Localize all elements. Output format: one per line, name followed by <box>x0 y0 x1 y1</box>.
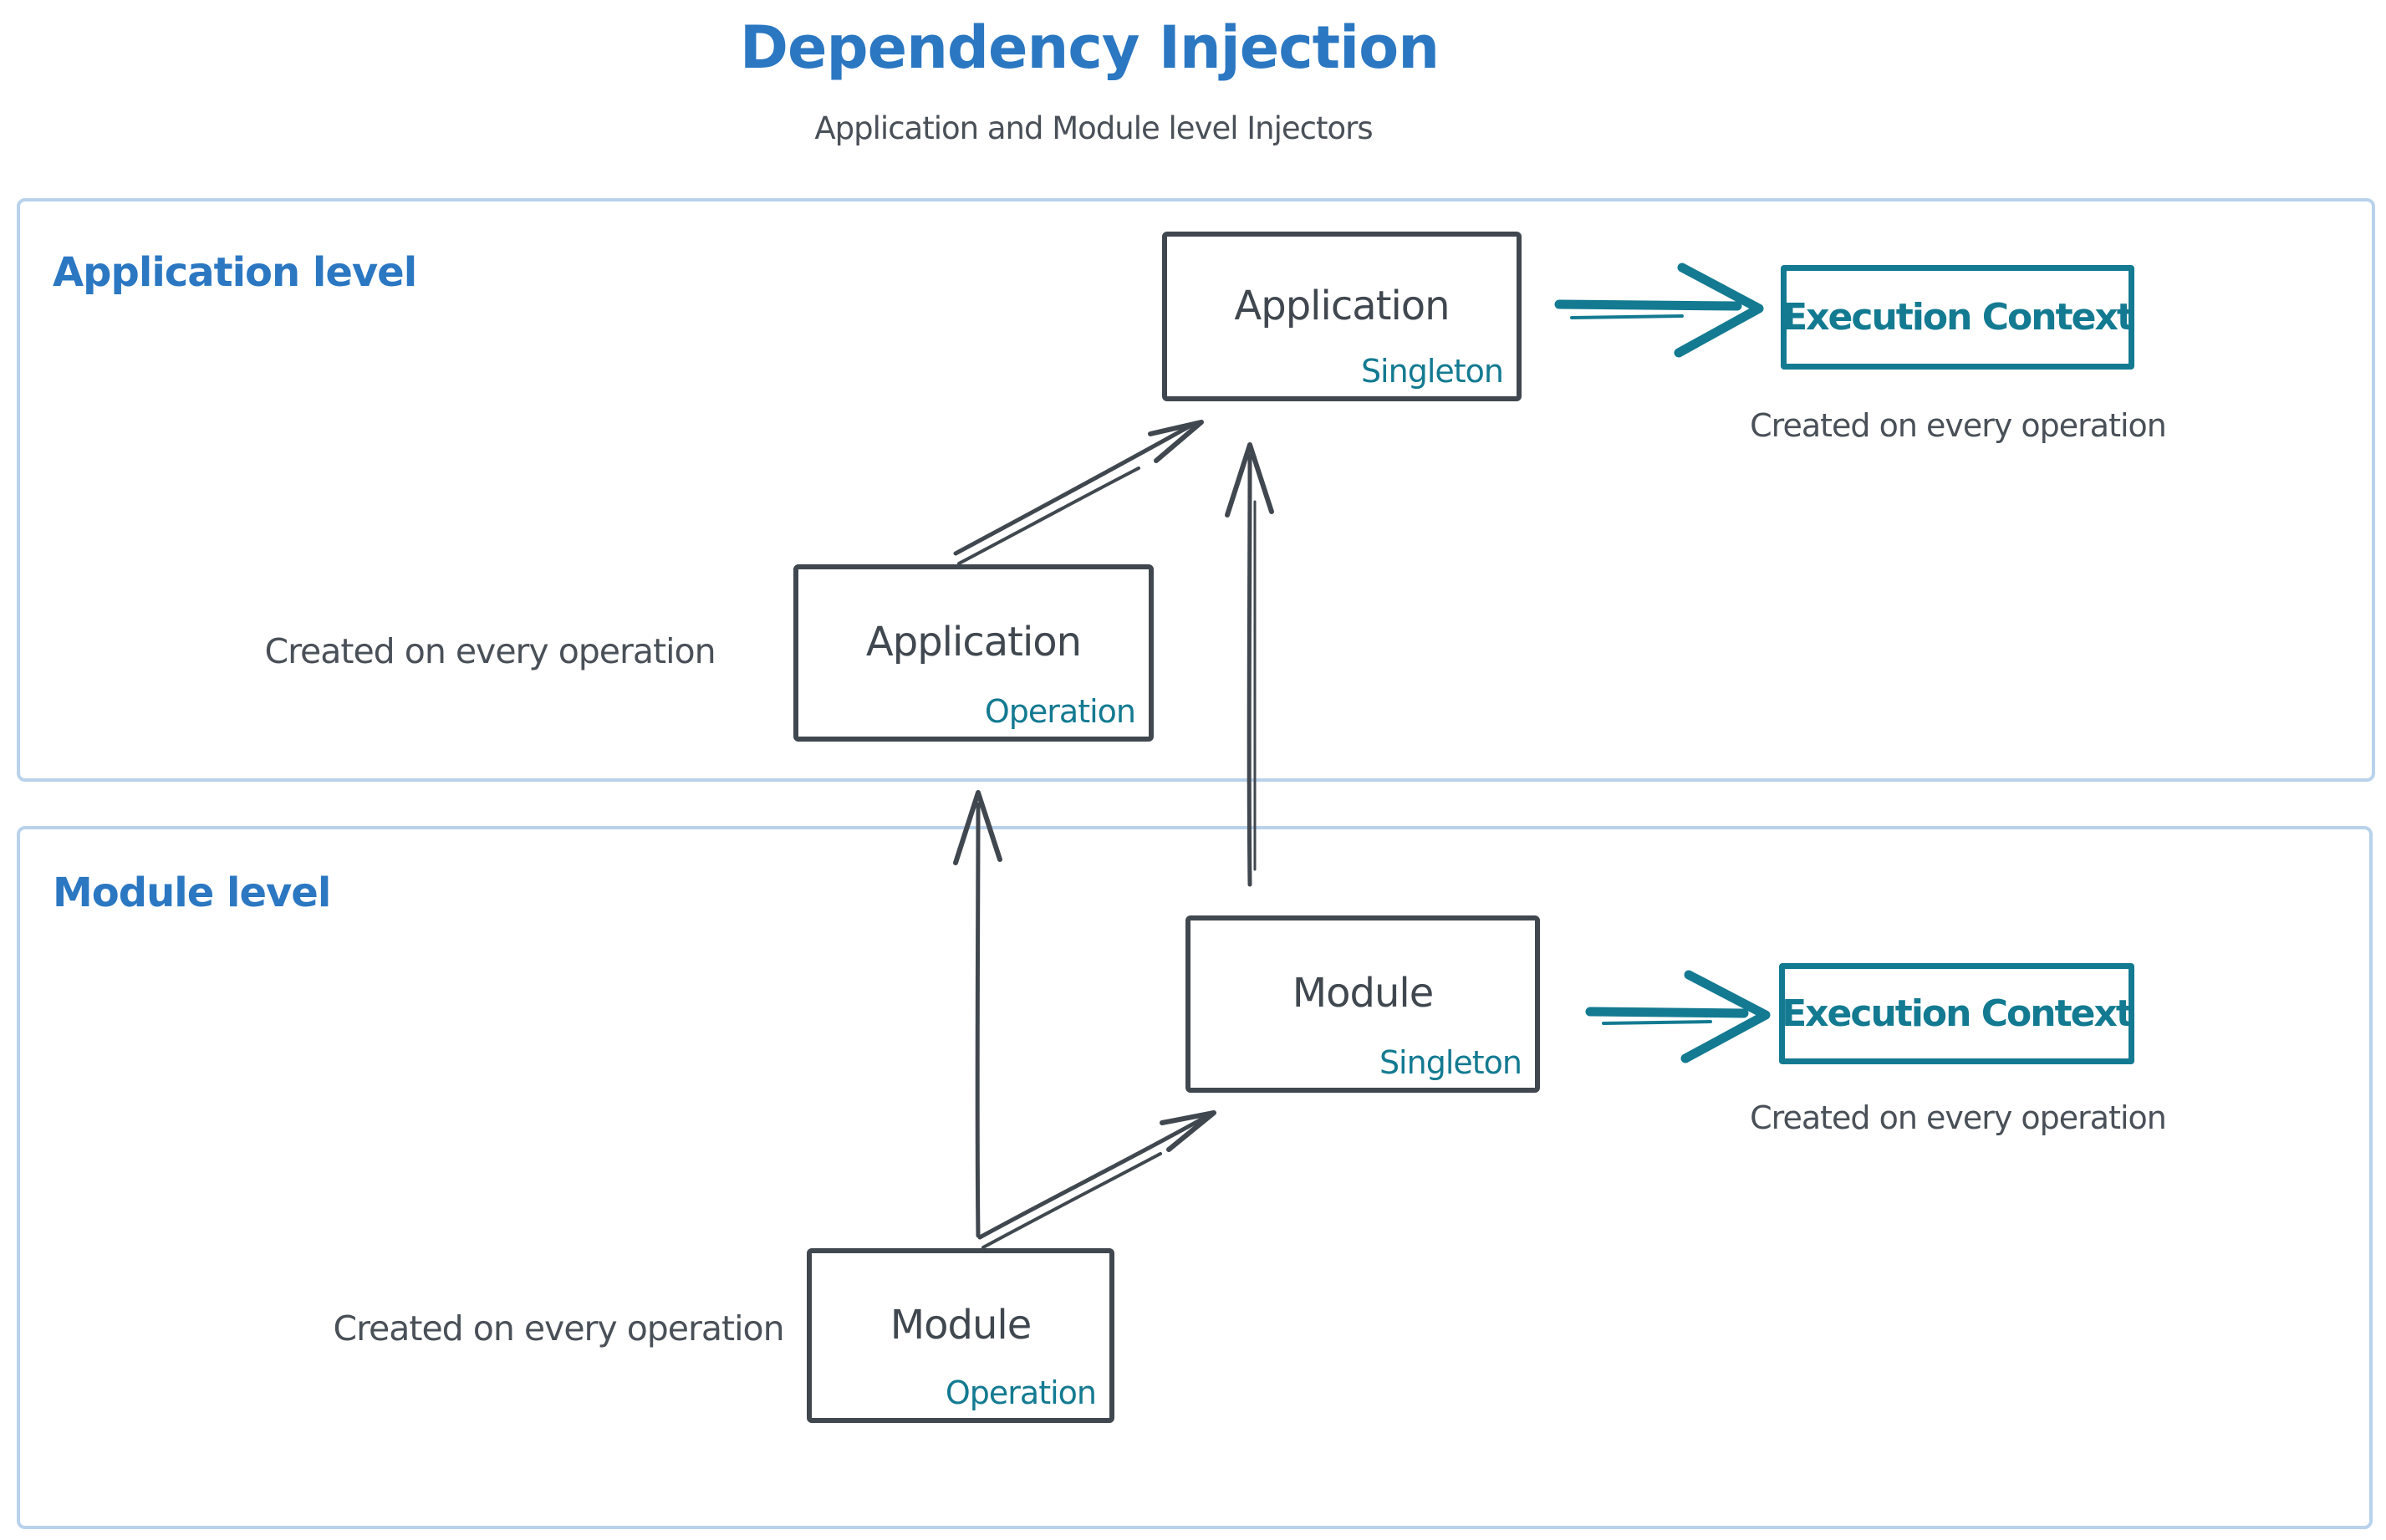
app-operation-label: Application <box>865 619 1082 665</box>
module-operation-sublabel: Operation <box>945 1374 1097 1411</box>
module-operation-label: Module <box>890 1301 1032 1349</box>
page-title: Dependency Injection <box>739 13 1440 82</box>
application-level-container <box>17 198 2375 782</box>
page-subtitle: Application and Module level Injectors <box>814 110 1373 146</box>
app-operation-sublabel: Operation <box>984 693 1136 730</box>
application-level-label: Application level <box>53 249 417 296</box>
app-operation-box: Application Operation <box>793 564 1154 742</box>
module-singleton-sublabel: Singleton <box>1379 1044 1522 1081</box>
module-execution-context-label: Execution Context <box>1782 992 2134 1035</box>
module-singleton-label: Module <box>1292 970 1435 1017</box>
app-execution-context-caption: Created on every operation <box>1750 407 2167 444</box>
module-level-label: Module level <box>53 869 331 916</box>
app-execution-context-box: Execution Context <box>1781 265 2134 370</box>
app-operation-caption: Created on every operation <box>264 631 716 671</box>
module-execution-context-caption: Created on every operation <box>1750 1099 2167 1136</box>
module-operation-box: Module Operation <box>807 1248 1114 1423</box>
app-execution-context-label: Execution Context <box>1782 296 2134 339</box>
app-singleton-box: Application Singleton <box>1162 232 1522 401</box>
module-level-container <box>17 826 2373 1529</box>
app-singleton-label: Application <box>1234 282 1450 329</box>
module-singleton-box: Module Singleton <box>1185 915 1540 1093</box>
app-singleton-sublabel: Singleton <box>1360 353 1504 390</box>
module-execution-context-box: Execution Context <box>1779 963 2134 1064</box>
module-operation-caption: Created on every operation <box>333 1308 784 1349</box>
